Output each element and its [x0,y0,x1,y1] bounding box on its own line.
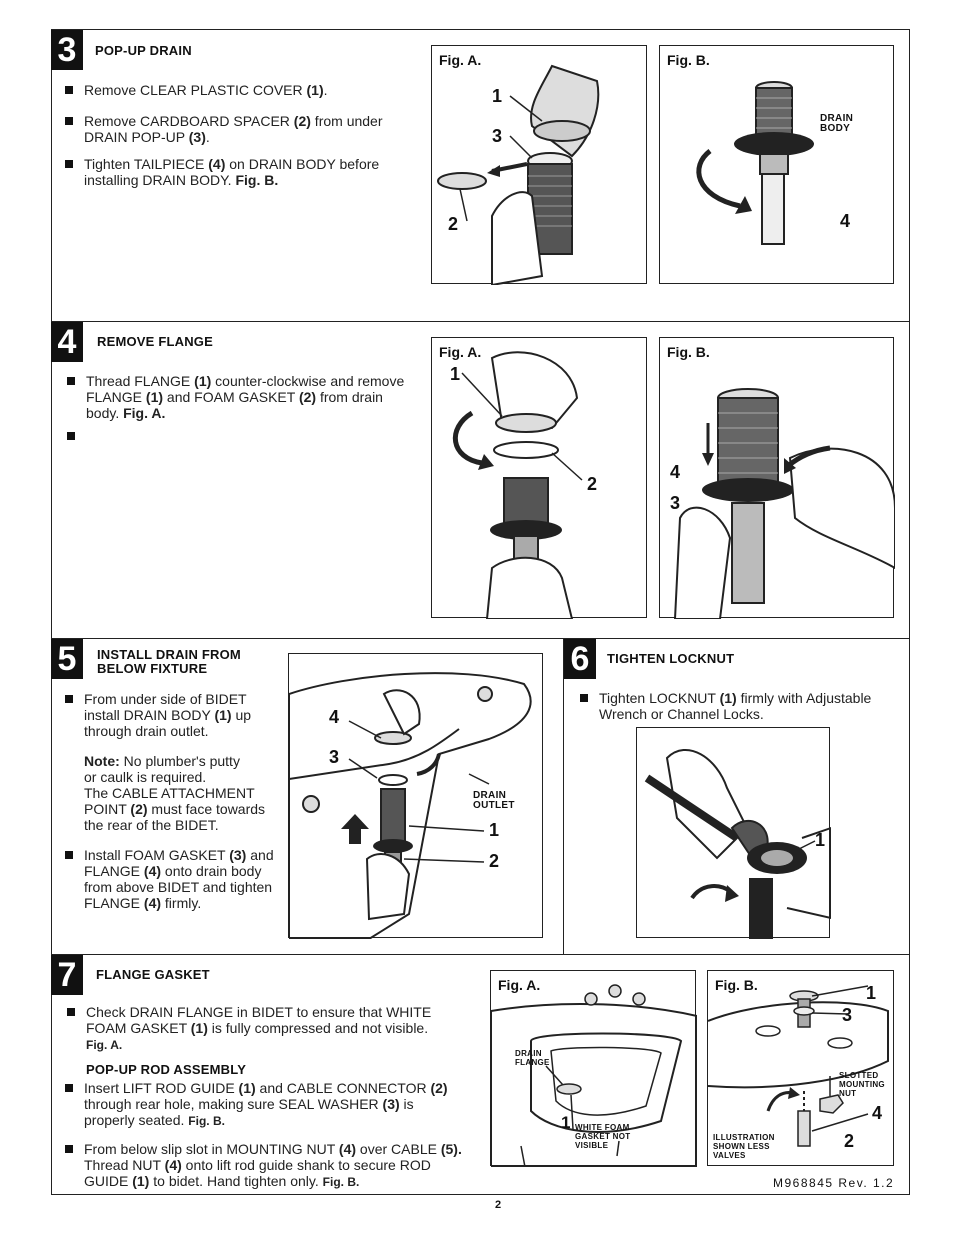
step-3-fig-a-callout-3: 3 [492,126,503,146]
step-5-fig-callout-4: 4 [329,707,340,727]
step-3-fig-b: Fig. B. DRAIN BODY 4 [659,45,894,284]
step-3-fig-b-label: Fig. B. [667,52,710,68]
step-7-subtitle: POP-UP ROD ASSEMBLY [86,1062,247,1077]
step-5-fig-drain-outlet-label: DRAIN OUTLET [473,790,515,811]
step-3-bullet-1: Remove CLEAR PLASTIC COVER (1). [65,82,328,98]
step-6-title: TIGHTEN LOCKNUT [607,651,735,666]
step-7-bullet-1: Check DRAIN FLANGE in BIDET to ensure th… [67,1004,431,1053]
step-5-fig: 4 3 1 2 DRAIN OUTLET [288,653,543,939]
step-5-fig-callout-3: 3 [329,747,340,767]
page-frame [51,29,910,1195]
step-7-fig-a-label: Fig. A. [498,977,541,993]
step-4-fig-a-callout-1: 1 [450,364,461,384]
step-4-fig-a-label: Fig. A. [439,344,482,360]
step-7-fig-b-callout-4: 4 [872,1103,883,1123]
step-7-fig-a-illustration [491,984,697,1167]
step-4-fig-b-illustration [673,388,895,619]
step-3-fig-a-label: Fig. A. [439,52,482,68]
step-4-fig-a: Fig. A. 1 2 [431,337,647,619]
step-7-fig-b-label: Fig. B. [715,977,758,993]
step-7-fig-b-callout-3: 3 [842,1005,853,1025]
step-4-fig-a-callout-2: 2 [587,474,598,494]
step-7-title: FLANGE GASKET [96,967,210,982]
step-3-fig-b-illustration [696,81,814,245]
step-5-fig-illustration [289,672,532,939]
step-6-fig-illustration [644,748,831,939]
step-7-fig-b-callout-2: 2 [844,1131,855,1151]
step-3-bullet-3: Tighten TAILPIECE (4) on DRAIN BODY befo… [65,156,379,188]
step-number-5: 5 [51,639,83,679]
step-3-fig-a: Fig. A. 1 3 2 [431,45,647,285]
divider-5-7 [51,954,910,955]
step-7-fig-b-callout-1: 1 [866,983,877,1003]
step-6-bullet-1: Tighten LOCKNUT (1) firmly with Adjustab… [580,690,871,722]
step-7-fig-a: Fig. A. DRAIN FLANGE 1 WHITE FOAM GASKET… [490,970,697,1167]
step-4-fig-b-callout-4: 4 [670,462,681,482]
step-4-fig-b-callout-3: 3 [670,493,681,513]
step-number-6: 6 [564,639,596,679]
step-5-fig-callout-2: 2 [489,851,500,871]
step-number-7: 7 [51,955,83,995]
step-3-fig-a-callout-1: 1 [492,86,503,106]
step-3-fig-b-drain-body-label: DRAIN BODY [820,113,854,134]
step-7-bullet-3: From below slip slot in MOUNTING NUT (4)… [65,1141,462,1190]
step-3-title: POP-UP DRAIN [95,43,192,58]
step-number-4: 4 [51,322,83,362]
step-6-fig-callout-1: 1 [815,830,826,850]
step-7-fig-a-gasket-label: WHITE FOAM GASKET NOT VISIBLE [575,1123,631,1150]
step-7-fig-b-slotted-nut-label: SLOTTED MOUNTING NUT [839,1071,885,1098]
step-7-fig-a-drain-flange-label: DRAIN FLANGE [515,1049,550,1067]
step-3-fig-b-callout-4: 4 [840,211,851,231]
step-number-3: 3 [51,30,83,70]
divider-5-6 [563,638,564,954]
step-7-fig-b: Fig. B. 1 3 SLOTTED MOUNTING NUT 4 2 ILL… [707,970,894,1166]
step-4-fig-b-label: Fig. B. [667,344,710,360]
step-4-bullet-1: Thread FLANGE (1) counter-clockwise and … [67,373,404,421]
step-5-fig-callout-1: 1 [489,820,500,840]
step-6-fig: 1 [636,727,831,939]
divider-3-4 [51,321,910,322]
step-7-bullet-2: Insert LIFT ROD GUIDE (1) and CABLE CONN… [65,1080,448,1129]
step-4-title: REMOVE FLANGE [97,334,213,349]
step-7-fig-b-illustration [708,985,889,1147]
step-3-fig-a-callout-2: 2 [448,214,459,234]
document-code: M968845 Rev. 1.2 [773,1176,895,1190]
step-4-fig-b: Fig. B. 4 3 [659,337,895,619]
step-7-fig-b-illustration-note: ILLUSTRATION SHOWN LESS VALVES [713,1133,775,1160]
divider-4-5 [51,638,910,639]
step-7-fig-a-callout-1: 1 [561,1113,571,1132]
step-3-fig-a-illustration [437,64,600,285]
page-number: 2 [495,1199,502,1211]
step-4-fig-a-illustration [453,351,583,619]
